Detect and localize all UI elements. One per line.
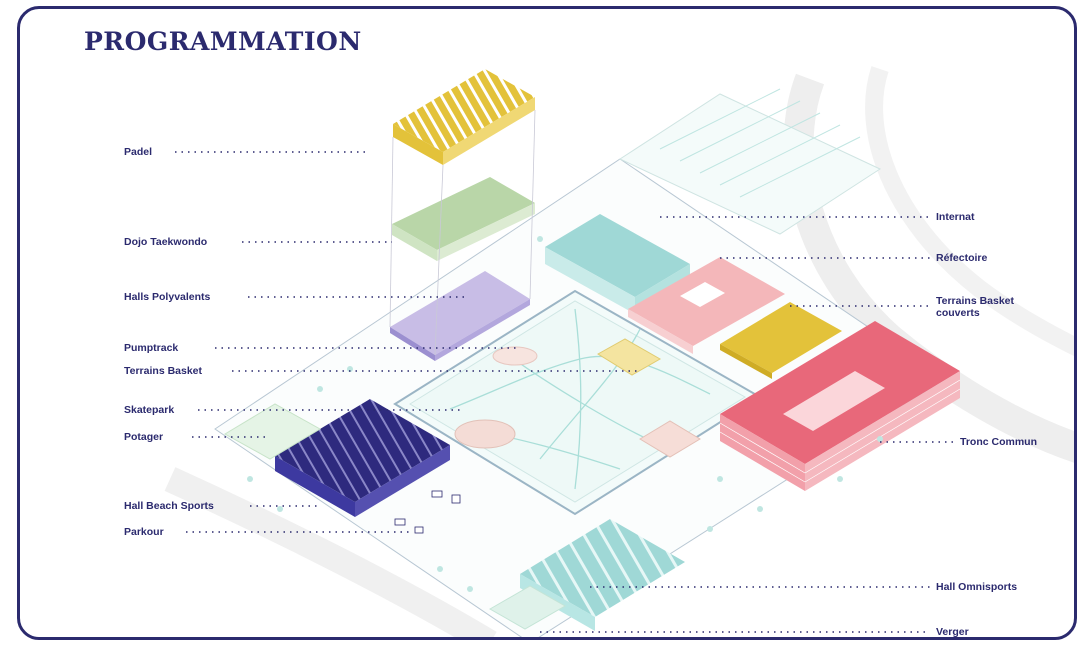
halls-polyvalents-side2 [435,299,530,361]
padel-side [393,124,443,165]
page-title: PROGRAMMATION [84,27,362,56]
verger [488,585,567,630]
leader-lines-right [540,216,955,633]
basket-couverts-top [720,302,842,373]
diagram-frame: PROGRAMMATION [17,6,1077,640]
tronc-commun-court [783,371,885,431]
halls-polyvalents-top [390,271,530,355]
road-curve [164,467,497,637]
label-hall-beach-sports: Hall Beach Sports [124,500,214,512]
halls-polyvalents-side [390,327,435,361]
padel-side2 [443,97,535,165]
central-park-inner [409,300,746,503]
dojo-taekwondo [392,177,535,250]
label-internat: Internat [936,211,975,223]
label-pumptrack: Pumptrack [124,342,179,354]
tronc-commun-side2 [805,371,960,491]
housing-area [618,93,882,235]
dojo-side [392,224,437,261]
label-potager: Potager [124,431,164,443]
road-curve [865,66,1074,357]
internat-side [545,247,635,314]
dojo-side2 [437,203,535,261]
hall-beach-roof [275,399,450,502]
skatepark [454,419,516,449]
label-refectoire: Réfectoire [936,252,988,264]
label-terrains-basket: Terrains Basket [124,365,203,377]
isometric-site-plan [164,66,1074,637]
court-small [639,420,701,458]
label-dojo-taekwondo: Dojo Taekwondo [124,236,208,248]
refectoire-court [680,282,725,307]
potager [224,403,321,460]
label-hall-omnisports: Hall Omnisports [936,581,1018,593]
tronc-floors [719,379,961,483]
refectoire-side [628,309,693,354]
padel-roof [393,69,535,152]
trees [247,236,883,592]
label-halls-polyvalents: Halls Polyvalents [124,291,211,303]
label-skatepark: Skatepark [124,404,175,416]
internat-top [545,214,690,297]
basket-couverts-side [720,344,772,379]
leader-lines-left [175,151,640,533]
pumptrack [492,346,538,366]
housing-rows [659,88,861,198]
label-tronc-commun: Tronc Commun [960,436,1038,448]
label-terrains-basket-couverts: Terrains Basket couverts [936,295,1015,319]
hall-omnisports-roof [520,519,685,617]
label-verger: Verger [936,626,969,638]
parkour-objects [394,490,461,534]
terrains-basket [597,338,662,376]
hall-beach-side [275,456,355,517]
label-parkour: Parkour [124,526,164,538]
tronc-commun-side [720,414,805,491]
hall-beach-side2 [355,445,450,517]
label-padel: Padel [124,146,153,158]
stack-guides [389,109,536,356]
